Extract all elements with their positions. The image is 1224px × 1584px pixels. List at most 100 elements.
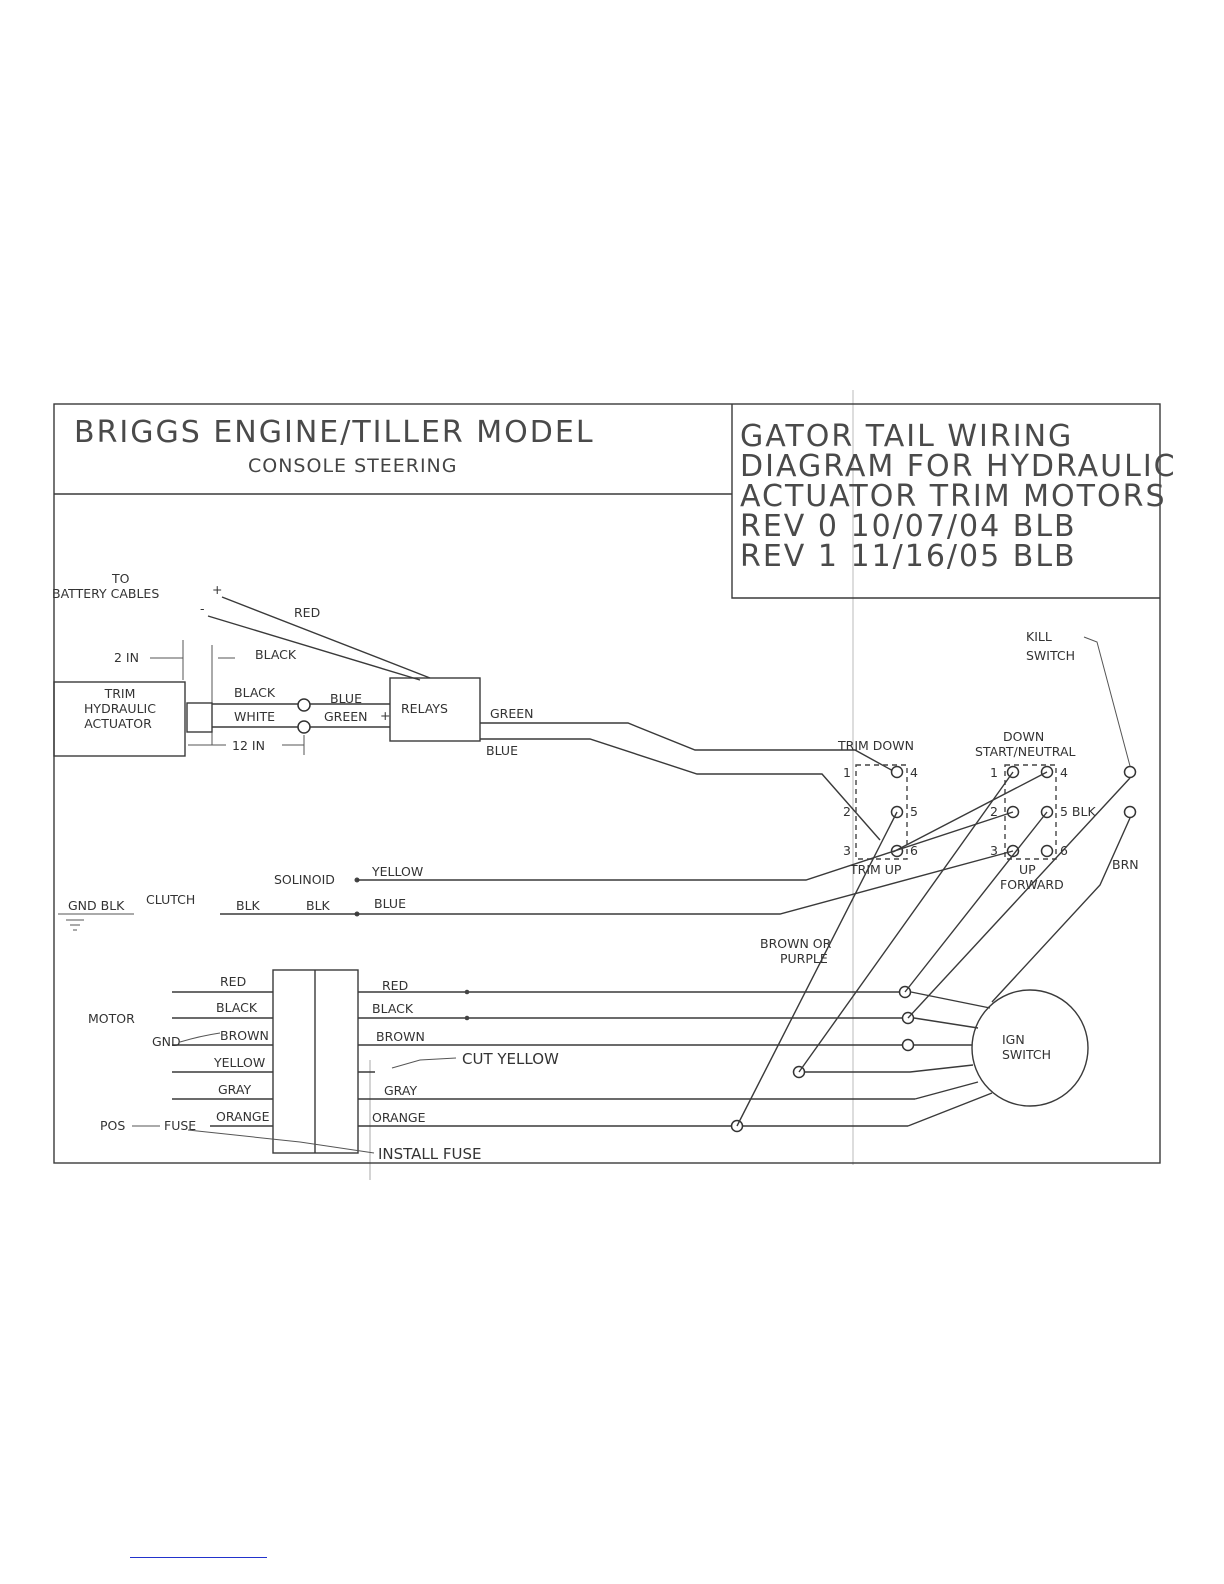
wire-blue-out <box>480 738 881 841</box>
wire-to-ign <box>805 1064 974 1073</box>
fuse-label: FUSE <box>164 1118 196 1133</box>
title-right-line: DIAGRAM FOR HYDRAULIC <box>740 449 1177 484</box>
wire-label-brn: BRN <box>1112 857 1139 872</box>
wire-label-black: BLACK <box>234 685 276 700</box>
wire-label-green-out: GREEN <box>490 706 534 721</box>
start-num: 6 <box>1060 843 1068 858</box>
dim-2in-label: 2 IN <box>114 650 139 665</box>
title-right-line: GATOR TAIL WIRING <box>740 419 1073 454</box>
wire-label: GRAY <box>384 1083 417 1098</box>
wire-black-battery <box>207 615 421 681</box>
wire-label-blk: BLK <box>306 898 331 913</box>
connector-terminal <box>297 698 311 712</box>
title-block-right: GATOR TAIL WIRING DIAGRAM FOR HYDRAULIC … <box>740 419 1177 574</box>
title-right-line: REV 0 10/07/04 BLB <box>740 509 1077 544</box>
wire-label: ORANGE <box>216 1109 270 1124</box>
trim-terminal-4 <box>890 765 904 779</box>
wire-green-out <box>480 722 896 773</box>
trim-num: 2 <box>843 804 851 819</box>
trim-num: 4 <box>910 765 918 780</box>
wire-label: GRAY <box>218 1082 251 1097</box>
wire-label-black-top: BLACK <box>255 647 297 662</box>
cut-yellow-leader <box>391 1057 457 1069</box>
kill-switch-leader <box>1083 636 1131 767</box>
gnd-label: GND <box>152 1034 181 1049</box>
trim-up-label: TRIM UP <box>849 862 902 877</box>
ign-switch-circle <box>971 989 1089 1107</box>
wire-label-blue: BLUE <box>330 691 362 706</box>
start-switch-bottom1: UP <box>1019 862 1036 877</box>
trim-num: 6 <box>910 843 918 858</box>
wire-diagonal <box>798 771 1014 1073</box>
wire-label: BLACK <box>372 1001 414 1016</box>
solinoid-label: SOLINOID <box>274 872 335 887</box>
gnd-leader <box>179 1032 221 1043</box>
wire-label-yellow: YELLOW <box>371 864 423 879</box>
footer-link-underline[interactable] <box>130 1557 267 1558</box>
actuator-label: ACTUATOR <box>84 716 152 731</box>
dim-12in-label: 12 IN <box>232 738 265 753</box>
wire-blue-clutch <box>220 850 1014 915</box>
install-fuse-leader <box>187 1129 375 1154</box>
start-switch-top1: DOWN <box>1003 729 1044 744</box>
ign-switch-label: IGN <box>1002 1032 1025 1047</box>
start-switch-top2: START/NEUTRAL <box>975 744 1076 759</box>
trim-down-label: TRIM DOWN <box>837 738 914 753</box>
kill-switch-label: KILL <box>1026 629 1052 644</box>
relays-box <box>389 677 481 742</box>
trim-actuator-box <box>53 681 186 757</box>
actuator-label: HYDRAULIC <box>84 701 156 716</box>
start-num: 2 <box>990 804 998 819</box>
wire-to-ign <box>910 991 991 1009</box>
wire-red-battery <box>221 596 431 679</box>
actuator-connector <box>186 702 213 733</box>
wire-label-red: RED <box>294 605 320 620</box>
wire-label: RED <box>382 978 408 993</box>
trim-num: 5 <box>910 804 918 819</box>
kill-switch-label: SWITCH <box>1026 648 1075 663</box>
wire-to-ign <box>907 1092 993 1127</box>
wire-label-blue-clutch: BLUE <box>374 896 406 911</box>
ign-terminal <box>901 1038 915 1052</box>
battery-to-label: TO <box>111 571 130 586</box>
battery-cables-label: BATTERY CABLES <box>52 586 159 601</box>
wire-label-blue-out: BLUE <box>486 743 518 758</box>
wire-yellow-solinoid <box>357 811 1014 881</box>
wire-label: YELLOW <box>213 1055 265 1070</box>
title-main: BRIGGS ENGINE/TILLER MODEL <box>74 415 595 450</box>
battery-minus: - <box>200 601 205 616</box>
wire-label: BROWN <box>220 1028 269 1043</box>
actuator-label: TRIM <box>104 686 136 701</box>
trim-num: 3 <box>843 843 851 858</box>
start-terminal-6 <box>1040 844 1054 858</box>
title-right-line: REV 1 11/16/05 BLB <box>740 539 1077 574</box>
relays-label: RELAYS <box>401 701 448 716</box>
trim-num: 1 <box>843 765 851 780</box>
install-fuse-label: INSTALL FUSE <box>378 1145 482 1163</box>
clutch-label: CLUTCH <box>146 892 195 907</box>
pos-label: POS <box>100 1118 125 1133</box>
title-box-right <box>731 404 1160 599</box>
start-num: 5 BLK <box>1060 804 1096 819</box>
kill-terminal-2 <box>1123 805 1137 819</box>
motor-label: MOTOR <box>88 1011 135 1026</box>
cut-yellow-label: CUT YELLOW <box>462 1050 559 1068</box>
motor-right-wires: RED BLACK BROWN GRAY ORANGE <box>372 978 426 1125</box>
wire-label-blk: BLK <box>236 898 261 913</box>
wire-label: ORANGE <box>372 1110 426 1125</box>
diagram-border <box>53 403 1161 1164</box>
wire-kill <box>907 777 1131 1019</box>
start-num: 1 <box>990 765 998 780</box>
wire-label: RED <box>220 974 246 989</box>
wire-to-ign <box>913 1017 979 1029</box>
trim-switch-box <box>855 764 908 860</box>
wire-label-green: GREEN <box>324 709 368 724</box>
brown-purple-label: BROWN OR <box>760 936 832 951</box>
wire-brown-purple <box>736 811 898 1127</box>
title-sub: CONSOLE STEERING <box>248 455 458 477</box>
relay-plus: + <box>380 708 390 723</box>
start-num: 4 <box>1060 765 1068 780</box>
wire-brn-kill <box>991 817 1131 1003</box>
wire-label: BROWN <box>376 1029 425 1044</box>
